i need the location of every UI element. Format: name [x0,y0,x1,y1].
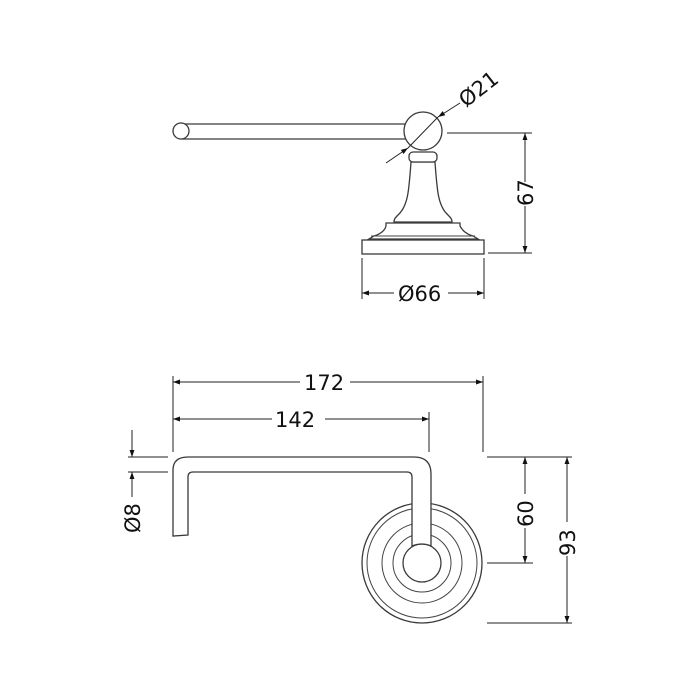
side-elevation-view: Ø21 67 Ø66 [172,66,538,306]
dimension-base-diameter: Ø66 [361,258,485,306]
label-overall-length: 172 [304,371,344,395]
holder-arm [172,456,432,547]
dimension-arm-height: 60 [487,456,538,564]
plan-view: 172 142 Ø8 60 [121,371,580,624]
label-ball-diameter: Ø21 [454,66,503,112]
label-overall-height: 93 [556,529,580,556]
label-height: 67 [514,179,538,206]
label-arm-length: 142 [275,408,315,432]
holder-rod [172,122,408,140]
dimension-ball-diameter: Ø21 [385,66,503,164]
label-base-diameter: Ø66 [398,282,441,306]
dimension-height: 67 [447,132,538,254]
dimension-overall-height: 93 [487,456,580,624]
holder-base [361,222,485,255]
holder-ball [403,111,443,151]
label-arm-height: 60 [514,500,538,527]
label-arm-diameter: Ø8 [121,503,145,533]
dimension-overall-length: 172 [172,371,484,452]
dimension-arm-length: 142 [173,408,430,452]
holder-stem [393,151,453,223]
dimension-arm-diameter: Ø8 [121,430,168,533]
